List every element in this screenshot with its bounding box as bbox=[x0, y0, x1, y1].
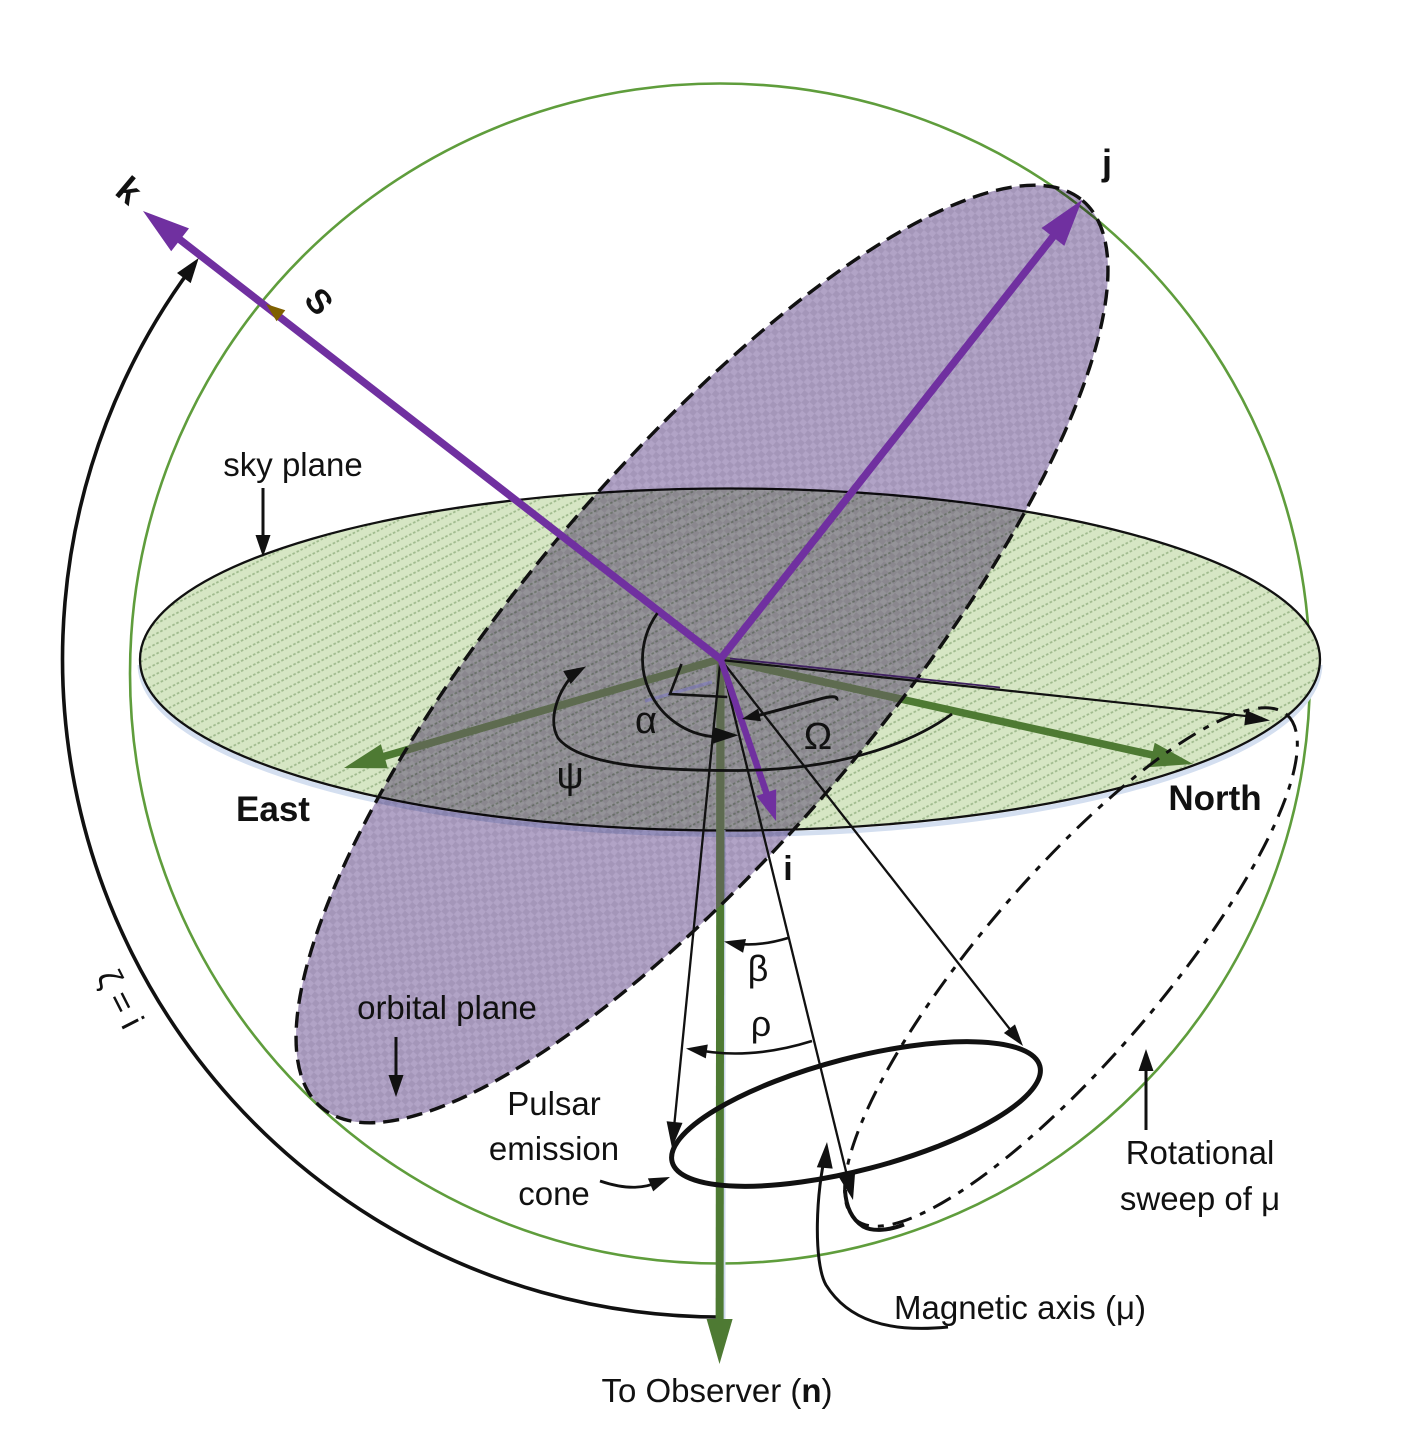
svg-text:Ω: Ω bbox=[804, 716, 832, 758]
svg-text:East: East bbox=[236, 790, 310, 829]
svg-text:Magnetic axis (μ): Magnetic axis (μ) bbox=[894, 1289, 1146, 1326]
svg-text:Pulsar: Pulsar bbox=[507, 1085, 601, 1122]
svg-text:sweep of μ: sweep of μ bbox=[1120, 1180, 1280, 1217]
svg-text:North: North bbox=[1168, 779, 1261, 818]
svg-text:j: j bbox=[1101, 142, 1112, 183]
svg-text:orbital plane: orbital plane bbox=[357, 989, 537, 1026]
svg-text:i: i bbox=[783, 850, 792, 888]
svg-text:β: β bbox=[748, 948, 769, 989]
svg-text:Rotational: Rotational bbox=[1126, 1134, 1275, 1171]
svg-text:cone: cone bbox=[518, 1175, 590, 1212]
svg-text:ρ: ρ bbox=[751, 1003, 771, 1044]
svg-text:To Observer (n): To Observer (n) bbox=[601, 1372, 832, 1409]
svg-text:ψ: ψ bbox=[556, 755, 583, 797]
svg-text:emission: emission bbox=[489, 1130, 619, 1167]
svg-text:sky plane: sky plane bbox=[223, 446, 362, 483]
svg-text:α: α bbox=[635, 700, 657, 742]
